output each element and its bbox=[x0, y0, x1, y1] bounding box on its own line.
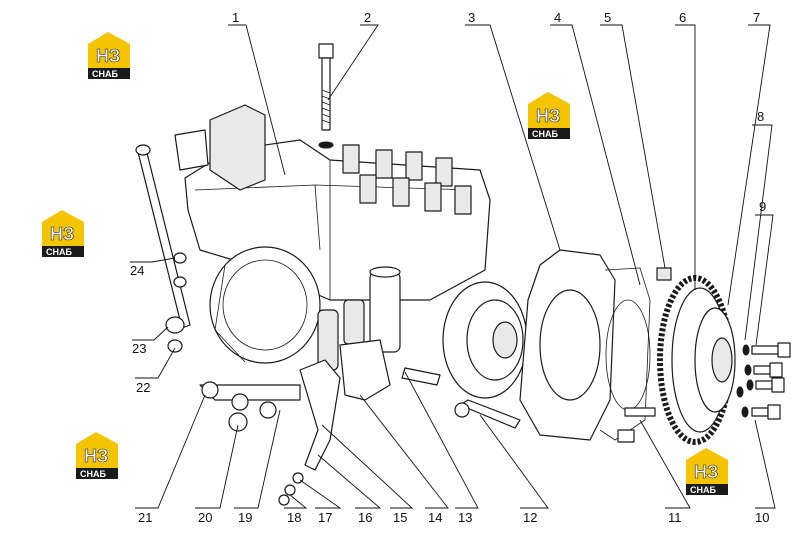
svg-text:НЗ: НЗ bbox=[694, 462, 718, 482]
svg-text:НЗ: НЗ bbox=[536, 106, 560, 126]
gear-bolts bbox=[736, 342, 791, 420]
part-label-1: 1 bbox=[232, 10, 239, 25]
part-label-8: 8 bbox=[757, 109, 764, 124]
part-label-19: 19 bbox=[238, 510, 252, 525]
part-label-23: 23 bbox=[132, 341, 146, 356]
part-number-labels: 1 2 3 4 5 6 7 8 9 10 11 12 13 14 15 16 1… bbox=[130, 10, 769, 525]
part-label-12: 12 bbox=[523, 510, 537, 525]
svg-text:СНАБ: СНАБ bbox=[46, 247, 72, 257]
part-label-13: 13 bbox=[458, 510, 472, 525]
part-label-18: 18 bbox=[287, 510, 301, 525]
fuel-pump-assembly-drawing bbox=[135, 43, 791, 506]
part-label-16: 16 bbox=[358, 510, 372, 525]
part-label-4: 4 bbox=[554, 10, 561, 25]
part-label-5: 5 bbox=[604, 10, 611, 25]
watermark-logos: НЗ СНАБ НЗ СНАБ НЗ СНАБ НЗ СНАБ НЗ СНАБ bbox=[42, 32, 728, 495]
logo-watermark: НЗ СНАБ bbox=[686, 448, 728, 495]
delivery-valves bbox=[342, 144, 472, 215]
svg-text:НЗ: НЗ bbox=[84, 446, 108, 466]
part-label-7: 7 bbox=[753, 10, 760, 25]
svg-text:НЗ: НЗ bbox=[96, 46, 120, 66]
leader-lines bbox=[130, 24, 776, 509]
part-label-2: 2 bbox=[364, 10, 371, 25]
logo-watermark: НЗ СНАБ bbox=[42, 210, 84, 257]
part-label-11: 11 bbox=[668, 510, 682, 525]
svg-text:СНАБ: СНАБ bbox=[92, 69, 118, 79]
logo-watermark: НЗ СНАБ bbox=[88, 32, 130, 79]
part-label-24: 24 bbox=[130, 263, 144, 278]
part-label-22: 22 bbox=[136, 380, 150, 395]
part-label-9: 9 bbox=[759, 199, 766, 214]
part-label-21: 21 bbox=[138, 510, 152, 525]
svg-text:СНАБ: СНАБ bbox=[532, 129, 558, 139]
part-label-10: 10 bbox=[755, 510, 769, 525]
bolt-2 bbox=[318, 43, 334, 149]
part-label-17: 17 bbox=[318, 510, 332, 525]
svg-text:СНАБ: СНАБ bbox=[80, 469, 106, 479]
part-label-3: 3 bbox=[468, 10, 475, 25]
part-label-20: 20 bbox=[198, 510, 212, 525]
part-label-6: 6 bbox=[679, 10, 686, 25]
logo-watermark: НЗ СНАБ bbox=[528, 92, 570, 139]
drive-gear bbox=[657, 275, 736, 445]
logo-watermark: НЗ СНАБ bbox=[76, 432, 118, 479]
part-label-14: 14 bbox=[428, 510, 442, 525]
svg-text:НЗ: НЗ bbox=[50, 224, 74, 244]
part-label-15: 15 bbox=[393, 510, 407, 525]
svg-text:СНАБ: СНАБ bbox=[690, 485, 716, 495]
